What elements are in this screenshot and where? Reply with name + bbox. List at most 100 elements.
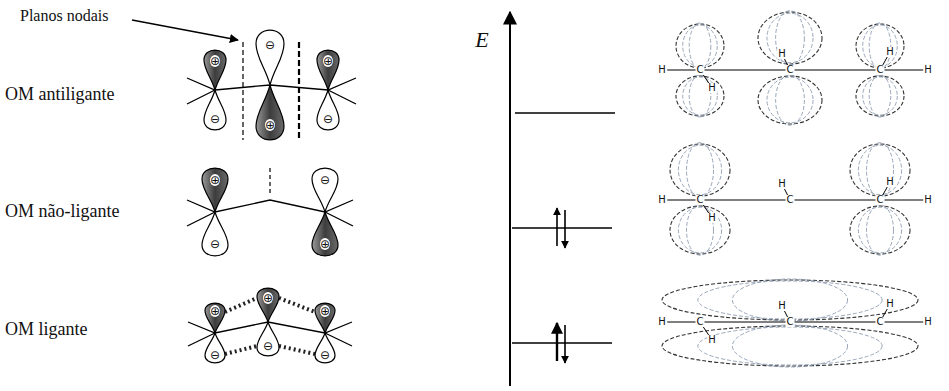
electron-up bbox=[556, 323, 558, 361]
p-orbital-lobe bbox=[204, 50, 226, 90]
atom-label: H bbox=[657, 317, 667, 327]
electron-down bbox=[564, 325, 566, 363]
leader-label: Planos nodais bbox=[20, 7, 108, 25]
orbital-cloud bbox=[767, 13, 813, 62]
atom-label: C bbox=[786, 317, 795, 327]
atom-label: H bbox=[923, 195, 933, 205]
atom-label: C bbox=[786, 65, 795, 75]
atom-label: C bbox=[876, 65, 885, 75]
orbital-cloud bbox=[863, 25, 898, 67]
atom-label: C bbox=[696, 195, 705, 205]
p-orbital-lobe bbox=[312, 212, 338, 256]
orbital-cloud bbox=[858, 145, 901, 194]
p-orbital-lobe bbox=[205, 303, 225, 333]
phase-sign: ⊖ bbox=[210, 349, 220, 361]
atom-label: C bbox=[696, 317, 705, 327]
phase-sign: ⊕ bbox=[320, 305, 330, 317]
p-orbital-lobe bbox=[257, 322, 279, 356]
skeleton-bond bbox=[790, 70, 880, 71]
skeleton-bond bbox=[790, 322, 880, 323]
phase-sign: ⊕ bbox=[265, 119, 275, 131]
orbital-cloud bbox=[662, 280, 918, 320]
phase-sign: ⊕ bbox=[320, 238, 330, 250]
row-label: OM antiligante bbox=[5, 85, 114, 105]
skeleton-bond bbox=[880, 70, 928, 71]
atom-label: H bbox=[657, 195, 667, 205]
phase-sign: ⊕ bbox=[210, 174, 220, 186]
nodal-plane bbox=[298, 42, 300, 140]
skeleton-bond bbox=[700, 322, 790, 323]
atom-label: H bbox=[777, 301, 787, 311]
atom-label: H bbox=[885, 47, 895, 57]
p-orbital-lobe bbox=[202, 212, 228, 256]
energy-level bbox=[512, 227, 612, 229]
p-orbital-lobe bbox=[204, 90, 226, 130]
energy-level bbox=[512, 342, 612, 344]
atom-label: C bbox=[876, 195, 885, 205]
skeleton-bond bbox=[700, 70, 790, 71]
orbital-cloud bbox=[758, 12, 822, 64]
phase-sign: ⊖ bbox=[210, 238, 220, 250]
orbital-cloud bbox=[683, 25, 718, 67]
overlap-hatching bbox=[279, 346, 315, 354]
orbital-cloud bbox=[683, 77, 718, 115]
nodal-plane bbox=[269, 168, 270, 196]
skeleton-bond bbox=[880, 322, 928, 323]
p-orbital-lobe bbox=[205, 333, 225, 363]
orbital-cloud bbox=[698, 281, 882, 319]
orbital-cloud bbox=[732, 279, 847, 321]
atom-label: H bbox=[923, 317, 933, 327]
nodal-plane bbox=[242, 42, 243, 140]
atom-label: H bbox=[923, 65, 933, 75]
p-orbital-lobe bbox=[312, 168, 338, 212]
atom-label: H bbox=[707, 213, 717, 223]
overlap-hatching bbox=[225, 298, 257, 312]
atom-label: H bbox=[777, 49, 787, 59]
orbital-cloud bbox=[867, 143, 894, 198]
orbital-cloud bbox=[678, 145, 721, 194]
row-label: OM ligante bbox=[5, 320, 88, 340]
skeleton-bond bbox=[700, 200, 790, 201]
p-orbital-lobe bbox=[256, 30, 284, 85]
p-orbital-lobe bbox=[257, 288, 279, 322]
orbital-cloud bbox=[758, 76, 822, 124]
atom-label: H bbox=[707, 335, 717, 345]
leader-arrow bbox=[132, 20, 238, 40]
orbital-cloud bbox=[676, 24, 724, 68]
orbital-cloud bbox=[856, 24, 904, 68]
orbital-cloud bbox=[869, 23, 891, 69]
p-orbital-lobe bbox=[315, 333, 335, 363]
skeleton-bond bbox=[880, 200, 928, 201]
electron-down bbox=[564, 210, 566, 248]
atom-label: H bbox=[885, 299, 895, 309]
orbital-cloud bbox=[698, 327, 882, 365]
orbital-cloud bbox=[776, 75, 805, 125]
overlap-hatching bbox=[279, 298, 315, 312]
p-orbital-lobe bbox=[202, 168, 228, 212]
orbital-cloud bbox=[687, 143, 714, 198]
phase-sign: ⊕ bbox=[263, 292, 273, 304]
axis-label: E bbox=[475, 28, 488, 52]
orbital-cloud bbox=[670, 144, 730, 196]
orbital-cloud bbox=[867, 205, 894, 255]
phase-sign: ⊖ bbox=[210, 113, 220, 125]
skeleton-bond bbox=[662, 70, 700, 71]
orbital-cloud bbox=[776, 11, 805, 66]
phase-sign: ⊖ bbox=[320, 349, 330, 361]
p-orbital-lobe bbox=[317, 90, 339, 130]
atom-label: C bbox=[696, 65, 705, 75]
orbital-cloud bbox=[850, 206, 910, 254]
skeleton-bond bbox=[790, 200, 880, 201]
atom-label: C bbox=[876, 317, 885, 327]
atom-label: H bbox=[707, 83, 717, 93]
electron-up bbox=[556, 208, 558, 246]
skeleton-bond bbox=[662, 200, 700, 201]
row-label: OM não-ligante bbox=[5, 202, 119, 222]
atom-label: H bbox=[657, 65, 667, 75]
orbital-cloud bbox=[858, 207, 901, 253]
atom-label: H bbox=[777, 179, 787, 189]
overlap-hatching bbox=[225, 346, 257, 354]
orbital-cloud bbox=[869, 75, 891, 117]
